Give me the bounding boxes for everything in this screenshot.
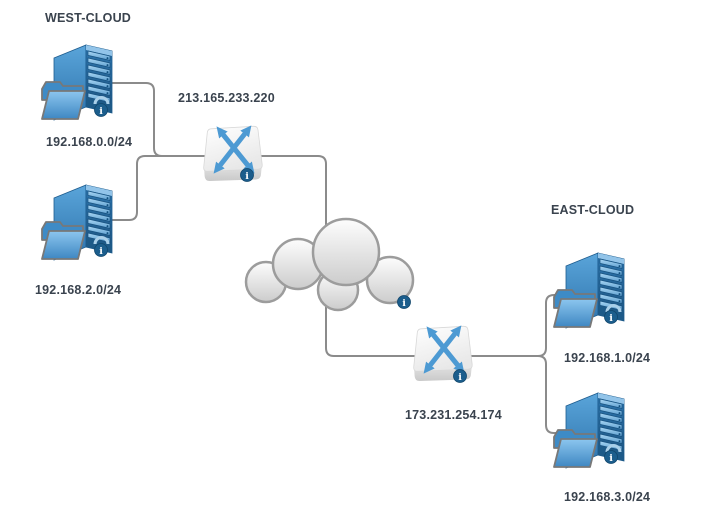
- router-icon[interactable]: [202, 122, 264, 186]
- info-icon[interactable]: [453, 369, 467, 383]
- node-west-router[interactable]: [202, 122, 264, 186]
- info-icon[interactable]: [240, 168, 254, 182]
- link-east-router-to-east-server-top[interactable]: [467, 294, 561, 357]
- subnet-label-west-bottom: 192.168.2.0/24: [35, 283, 122, 297]
- west-cloud-group-label: WEST-CLOUD: [45, 11, 132, 25]
- subnet-label-east-bottom: 192.168.3.0/24: [564, 490, 651, 504]
- node-internet-cloud[interactable]: [238, 208, 420, 314]
- router-ip-label-east: 173.231.254.174: [405, 408, 502, 422]
- info-icon[interactable]: [397, 295, 411, 309]
- info-icon[interactable]: [94, 243, 108, 257]
- subnet-label-west-top: 192.168.0.0/24: [46, 135, 133, 149]
- info-icon[interactable]: [94, 103, 108, 117]
- cloud-icon[interactable]: [238, 208, 420, 314]
- router-ip-label-west: 213.165.233.220: [178, 91, 275, 105]
- info-icon[interactable]: [604, 310, 618, 324]
- subnet-label-east-top: 192.168.1.0/24: [564, 351, 651, 365]
- info-icon[interactable]: [604, 450, 618, 464]
- link-east-router-to-east-server-bottom[interactable]: [467, 355, 561, 434]
- link-west-server-bottom-to-west-router[interactable]: [111, 155, 205, 221]
- east-cloud-group-label: EAST-CLOUD: [551, 203, 635, 217]
